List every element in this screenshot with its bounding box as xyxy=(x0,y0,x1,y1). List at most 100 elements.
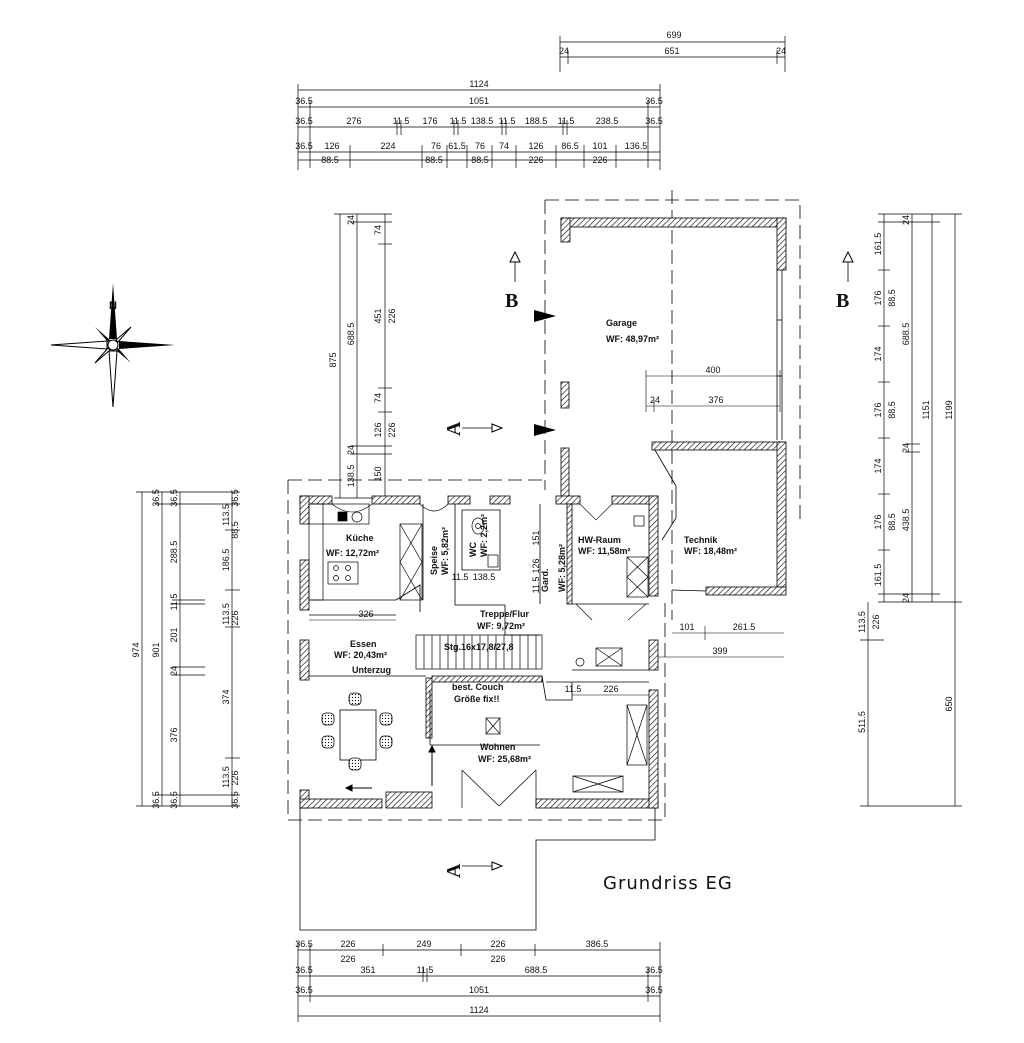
dim-label: 376 xyxy=(169,727,179,742)
dim-label: 36.5 xyxy=(645,965,663,975)
compass-icon: N xyxy=(50,283,175,408)
dim-label: 249 xyxy=(416,939,431,949)
dim-label: 511.5 xyxy=(857,711,867,733)
dim-label: 224 xyxy=(380,141,395,151)
dim-label: 186.5 xyxy=(221,549,231,572)
dim-label: 226 xyxy=(490,954,505,964)
dim-label: 136.5 xyxy=(625,141,648,151)
dining-table xyxy=(321,692,393,771)
stair xyxy=(415,634,543,670)
dim-label: 974 xyxy=(131,642,141,657)
dim-label: 226 xyxy=(603,684,618,694)
dim-label: 36.5 xyxy=(169,489,179,507)
dim-label: 226 xyxy=(528,155,543,165)
room-area-kueche: WF: 12,72m² xyxy=(326,548,379,558)
dim-label: 11.5 xyxy=(531,577,541,594)
inner-lines xyxy=(309,504,649,746)
dim-label: 11.5 xyxy=(417,965,434,975)
dim-label: 24 xyxy=(346,215,356,225)
dim-label: 11.5 xyxy=(558,116,575,126)
dimension-labels-left: 974 36.5 901 36.5 36.5 288.5 11.5 201 24… xyxy=(131,215,397,809)
dim-label: 226 xyxy=(387,308,397,323)
inner-dimension-labels: 400 24 376 326 101 261.5 399 11.5 226 11… xyxy=(358,365,755,694)
dim-label: 88.5 xyxy=(471,155,489,165)
dim-label: 74 xyxy=(373,225,383,235)
dim-label: 138.5 xyxy=(346,465,356,488)
dimensions-bottom xyxy=(297,942,661,1022)
dim-label: 24 xyxy=(901,443,911,453)
dim-label: 875 xyxy=(328,352,338,367)
dim-label: 261.5 xyxy=(733,622,756,632)
bathroom-fixtures xyxy=(471,515,649,667)
house-walls xyxy=(299,495,659,809)
room-name-garage: Garage xyxy=(606,318,637,328)
garage-walls xyxy=(560,217,787,596)
inner-dimensions xyxy=(309,370,784,696)
dim-label: 451 xyxy=(373,308,383,323)
room-area-flur: WF: 9,72m² xyxy=(477,621,525,631)
dim-label: 688.5 xyxy=(346,323,356,346)
dim-label: 188.5 xyxy=(525,116,548,126)
dim-label: 101 xyxy=(592,141,607,151)
dim-label: 74 xyxy=(373,393,383,403)
room-name-kueche: Küche xyxy=(346,533,374,543)
dim-label: 101 xyxy=(679,622,694,632)
room-name-technik: Technik xyxy=(684,535,718,545)
label-unterzug: Unterzug xyxy=(352,665,391,675)
dim-label: 36.5 xyxy=(645,96,663,106)
dim-label: 138.5 xyxy=(473,572,496,582)
door-swings xyxy=(331,503,647,621)
dim-label: 88.5 xyxy=(425,155,443,165)
dim-label: 399 xyxy=(712,646,727,656)
north-label: N xyxy=(109,300,117,312)
label-couch: best. Couch xyxy=(452,682,504,692)
dim-label: 36.5 xyxy=(645,985,663,995)
dimensions-top xyxy=(297,36,786,170)
dim-label: 11.5 xyxy=(450,116,467,126)
dimension-labels-bottom: 36.5 226 249 226 386.5 226 226 36.5 351 … xyxy=(295,939,663,1015)
dim-label: 88.5 xyxy=(230,521,240,539)
room-name-wohnen: Wohnen xyxy=(480,742,515,752)
dim-label: 24 xyxy=(650,395,660,405)
dim-label: 24 xyxy=(901,215,911,225)
dim-label: 88.5 xyxy=(887,289,897,307)
garage-doors xyxy=(654,270,783,592)
dim-label: 400 xyxy=(705,365,720,375)
dim-label: 126 xyxy=(528,141,543,151)
dim-label: 88.5 xyxy=(887,513,897,531)
dim-label: 36.5 xyxy=(230,791,240,809)
room-area-essen: WF: 20,43m² xyxy=(334,650,387,660)
room-name-wc: WC xyxy=(468,542,478,557)
dim-label: 11.5 xyxy=(499,116,516,126)
dashed-outlines xyxy=(287,190,801,821)
dim-label: 1051 xyxy=(469,96,489,106)
dim-label: 74 xyxy=(499,141,509,151)
dimension-labels-right: 1199 1151 24 688.5 24 438.5 24 161.5 176… xyxy=(857,215,954,733)
dim-label: 174 xyxy=(873,458,883,473)
dim-label: 326 xyxy=(358,609,373,619)
section-label-a-top: A xyxy=(443,421,465,436)
dim-label: 651 xyxy=(664,46,679,56)
dim-label: 11.5 xyxy=(452,572,469,582)
dim-label: 1151 xyxy=(921,400,931,419)
section-label-b-left: B xyxy=(505,290,518,312)
dim-label: 174 xyxy=(873,346,883,361)
section-label-b-right: B xyxy=(836,290,849,312)
dim-label: 438.5 xyxy=(901,509,911,532)
terrace-outline xyxy=(299,808,656,931)
dim-label: 88.5 xyxy=(321,155,339,165)
dim-label: 276 xyxy=(346,116,361,126)
dim-label: 226 xyxy=(387,422,397,437)
label-couch-note: Größe fix!! xyxy=(454,694,500,704)
dim-label: 36.5 xyxy=(295,141,313,151)
dim-label: 699 xyxy=(666,30,681,40)
living-fixtures xyxy=(461,704,648,808)
dim-label: 126 xyxy=(373,422,383,437)
dimensions-left xyxy=(136,213,392,807)
dim-label: 11.5 xyxy=(169,594,179,611)
dim-label: 113.5 xyxy=(221,504,231,526)
dim-label: 24 xyxy=(559,46,569,56)
room-area-wohnen: WF: 25,68m² xyxy=(478,754,531,764)
dim-label: 374 xyxy=(221,689,231,704)
